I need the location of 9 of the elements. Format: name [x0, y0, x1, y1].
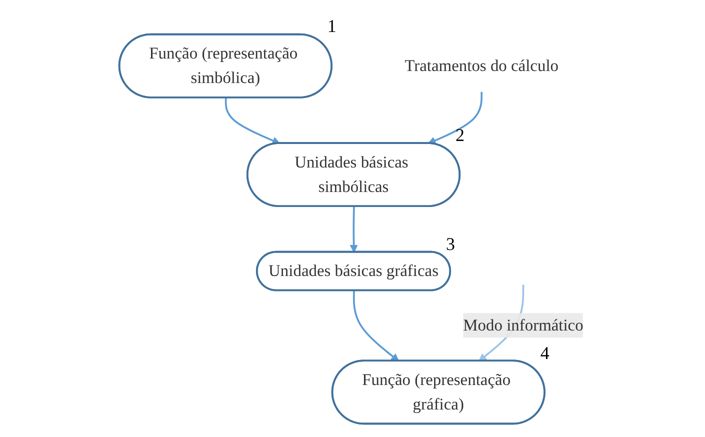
- arrow: [428, 92, 482, 144]
- ellipse-node: Função (representação gráfica): [331, 360, 546, 425]
- ellipse-node: Unidades básicas gráficas: [256, 250, 451, 292]
- arrow: [224, 98, 280, 144]
- ellipse-node: Unidades básicas simbólicas: [246, 142, 460, 208]
- text-label: Tratamentos do cálculo: [404, 56, 558, 75]
- ellipse-node: Função (representação simbólica): [118, 33, 332, 98]
- arrow: [350, 206, 358, 253]
- arrow: [352, 290, 399, 362]
